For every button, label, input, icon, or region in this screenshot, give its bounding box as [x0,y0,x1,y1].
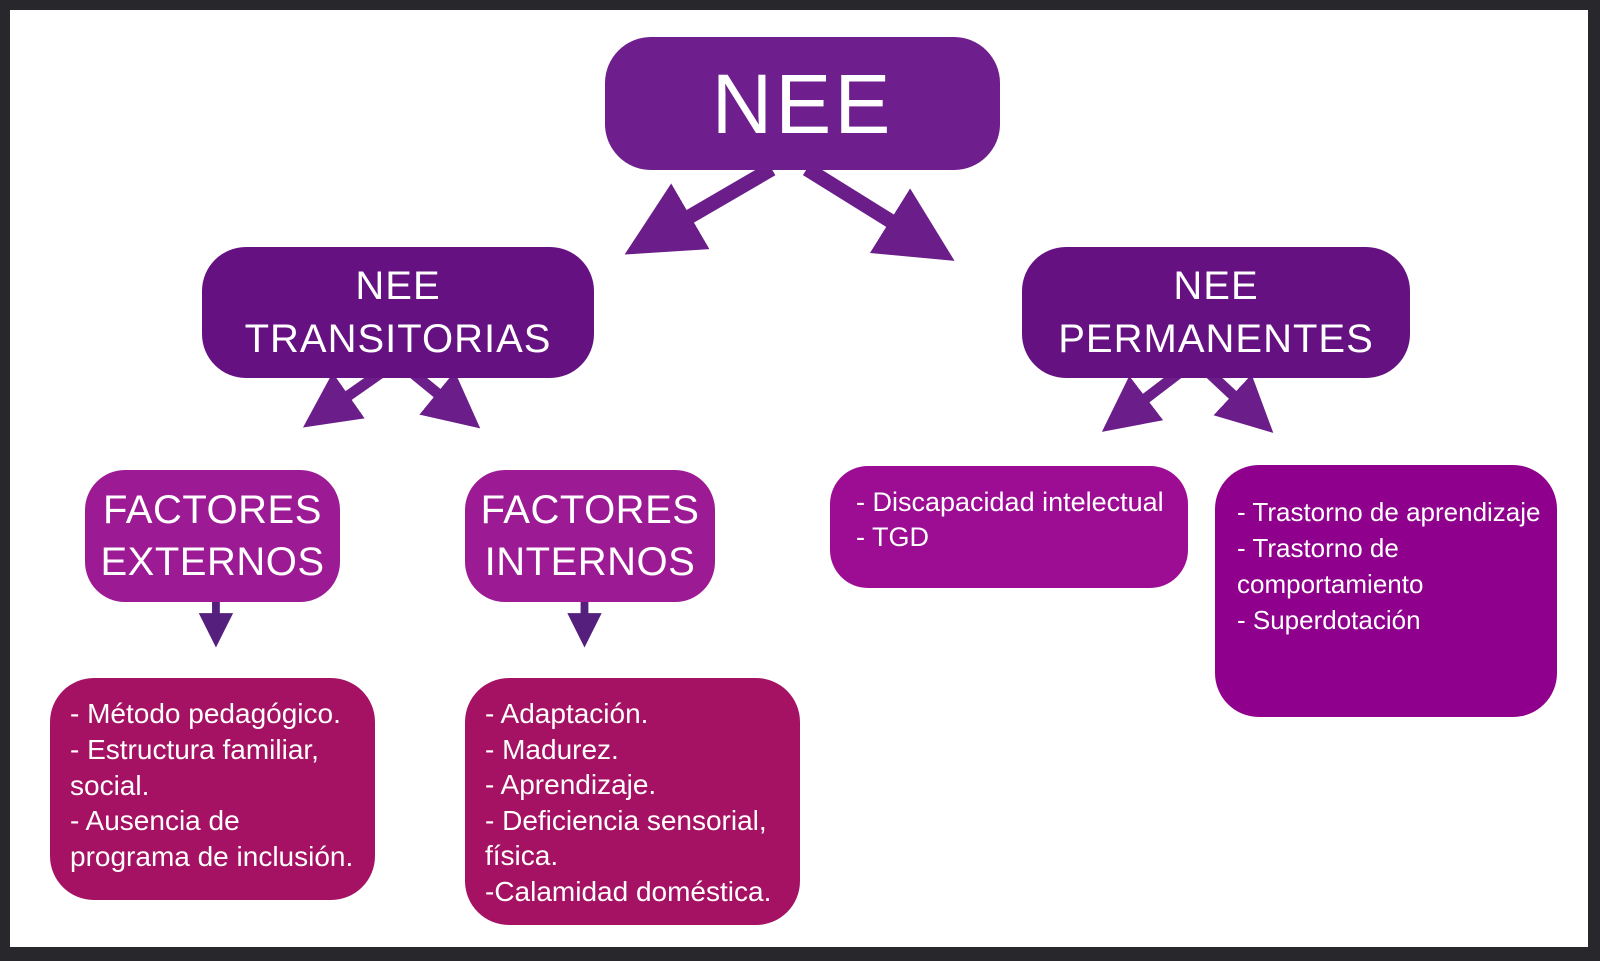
node-externos-detail: - Método pedagógico. - Estructura famili… [50,678,375,900]
list-item: - Discapacidad intelectual [856,487,1164,517]
list-item: - Deficiencia sensorial, física. [485,804,767,872]
node-permanentes-group2: - Trastorno de aprendizaje - Trastorno d… [1215,465,1557,717]
list-item: - Ausencia de programa de inclusión. [70,805,354,873]
node-nee-root: NEE [605,37,1000,170]
list-item: - Adaptación. [485,698,649,729]
arrow-root-to-transitorias [624,162,776,255]
list-item: -Calamidad doméstica. [485,875,772,907]
list-item: - Método pedagógico. [70,698,341,729]
node-factores-externos: FACTORES EXTERNOS [85,470,340,602]
list-item: - Aprendizaje. [485,769,657,801]
list-item: - Estructura familiar, social. [70,733,319,801]
node-nee-permanentes: NEE PERMANENTES [1022,247,1410,378]
list-item: - Trastorno de comportamiento [1237,532,1424,599]
list-item: - Superdotación [1237,604,1421,635]
node-nee-transitorias: NEE TRANSITORIAS [202,247,594,378]
node-factores-internos: FACTORES INTERNOS [465,470,715,602]
arrow-root-to-permanentes [802,162,955,261]
node-permanentes-group1: - Discapacidad intelectual - TGD [830,466,1188,588]
list-item: - Trastorno de aprendizaje [1237,497,1541,527]
list-item: - TGD [856,522,929,553]
node-internos-detail: - Adaptación. - Madurez. - Aprendizaje. … [465,678,800,925]
list-item: - Madurez. [485,733,619,765]
root-branch-arrows [624,162,955,261]
